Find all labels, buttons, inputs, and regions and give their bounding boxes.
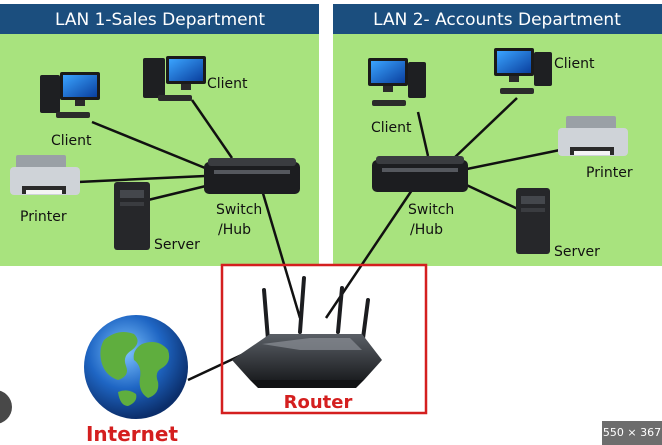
cable-lan1-server: [147, 183, 211, 202]
lan2-switch-label-line1: Switch: [408, 202, 454, 218]
cable-lan2-server: [459, 180, 521, 212]
cable-lan1-client-left: [91, 120, 211, 172]
lan2-title: LAN 2- Accounts Department: [373, 10, 621, 30]
lan2-switch-icon: [372, 156, 468, 192]
internet-globe-icon: [84, 315, 188, 419]
lan2-client-left-computer-icon: [368, 58, 426, 106]
lan1-title-bar: [0, 4, 319, 34]
image-size-badge: 550 × 367: [602, 421, 662, 445]
router-box: [220, 263, 428, 415]
lan2-client-left-label: Client: [371, 120, 412, 136]
router-icon: [232, 276, 382, 388]
lan2-switch-label-line2: /Hub: [410, 222, 443, 238]
cable-lan2-client-left: [416, 111, 430, 157]
lan2-server-icon: [516, 188, 550, 254]
lan1-client-left-computer-icon: [40, 72, 100, 118]
lan1-server-icon: [114, 182, 150, 250]
lan2-title-bar: [333, 4, 662, 34]
carousel-prev-button[interactable]: [0, 390, 12, 424]
lan2-client-top-label: Client: [554, 56, 595, 72]
lan1-client-left-label: Client: [51, 133, 92, 149]
internet-label: Internet: [86, 422, 178, 445]
lan2-printer-icon: [558, 116, 628, 156]
cable-lan1-printer: [77, 174, 206, 184]
cable-lan2-client-top: [451, 97, 518, 161]
lan1-server-label: Server: [154, 237, 200, 253]
lan1-switch-label-line1: Switch: [216, 202, 262, 218]
lan1-client-top-label: Client: [207, 76, 248, 92]
cable-lan2-printer: [461, 148, 561, 172]
lan2-server-label: Server: [554, 244, 600, 260]
lan1-printer-label: Printer: [20, 209, 67, 225]
lan1-panel: [0, 4, 319, 266]
lan2-printer-label: Printer: [586, 165, 633, 181]
lan1-printer-icon: [10, 155, 80, 195]
lan1-client-top-computer-icon: [143, 56, 206, 101]
lan1-title: LAN 1-Sales Department: [55, 10, 265, 30]
lan2-client-top-computer-icon: [494, 48, 552, 94]
router-label: Router: [284, 392, 353, 413]
cable-lan1-switch-router: [260, 189, 302, 319]
cables: [77, 97, 561, 382]
lan1-switch-label-line2: /Hub: [218, 222, 251, 238]
cable-lan1-client-top: [190, 99, 234, 159]
lan1-switch-icon: [204, 158, 300, 194]
